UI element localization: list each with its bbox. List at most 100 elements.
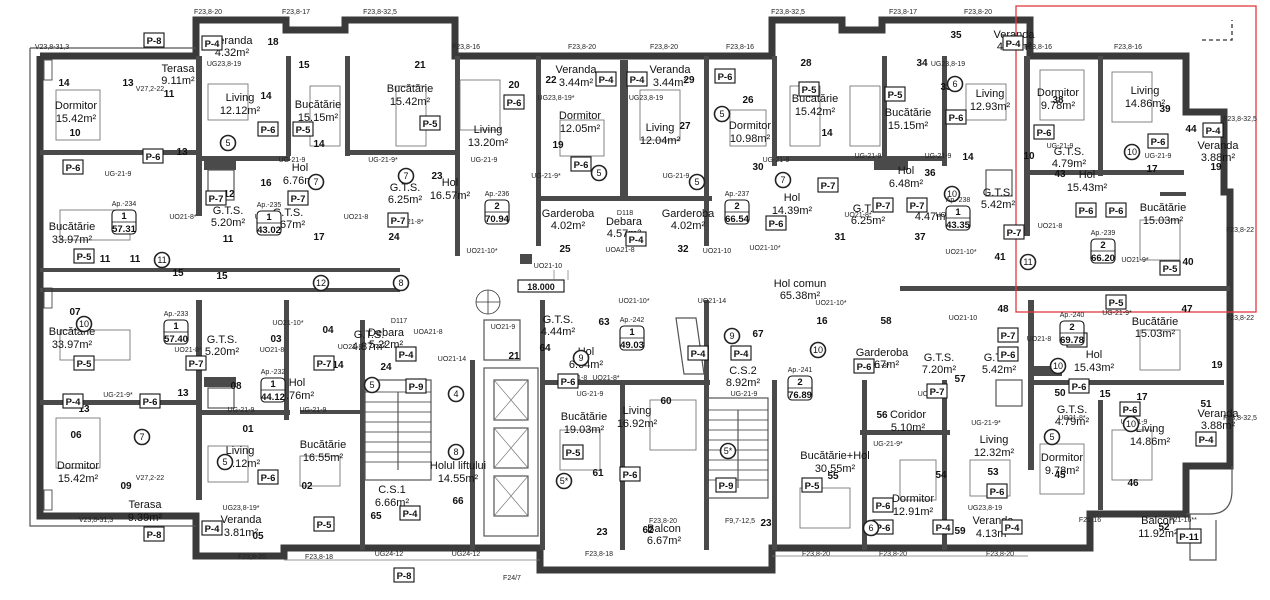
room-label: Veranda (650, 64, 692, 76)
window-code: UG-21-9* (103, 392, 133, 399)
room-number: 34 (916, 58, 928, 69)
level-marker: 18.000 (527, 282, 555, 292)
room-label: 65.38m² (780, 290, 821, 302)
window-code: UO21-8* (1058, 415, 1086, 422)
room-number: 55 (827, 471, 839, 482)
window-code: UG23,8-19* (223, 505, 260, 512)
apartment-area: 57.31 (112, 224, 136, 235)
window-code: F23,8-16 (1114, 44, 1142, 51)
partition-tag-box (399, 505, 421, 521)
partition-tag-box (730, 345, 752, 361)
room-label: 11.92m² (1138, 528, 1178, 540)
room-label: G.T.S. (1057, 404, 1088, 416)
circle-tag-shape (1123, 143, 1141, 161)
window-code: V23,8-31,3 (79, 517, 113, 524)
partition-tag-box (143, 32, 165, 48)
partition-tag: P-5 (317, 520, 333, 531)
partition-tag-box (906, 197, 928, 213)
partition-tag: P-4 (936, 523, 952, 534)
partition-tag: P-9 (409, 382, 424, 393)
room-number: 15 (1099, 389, 1111, 400)
apartment-id: Ap.-238 (946, 197, 971, 204)
room-label: 15.42m² (390, 96, 431, 108)
partition-tag: P-4 (66, 397, 82, 408)
circle-tag-shape (153, 251, 171, 269)
circle-tag: 6 (868, 523, 873, 533)
window-code: UG-21-9 (1047, 143, 1074, 150)
room-number: 36 (924, 168, 936, 179)
room-label: 4.79m² (1055, 416, 1090, 428)
room-number: 41 (994, 252, 1006, 263)
circle-tag: 10 (947, 189, 957, 199)
room-label: Garderoba (662, 208, 715, 220)
room-number: 26 (742, 95, 754, 106)
apartment-id: Ap.-237 (725, 191, 750, 198)
room-label: Bucătărie (295, 99, 341, 111)
window-code: F23,8-32,5 (363, 9, 397, 16)
room-number: 52 (1158, 522, 1170, 533)
circle-tag: 10 (1053, 361, 1063, 371)
room-label: Veranda (1198, 140, 1240, 152)
room-number: 13 (78, 404, 90, 415)
room-number: 29 (683, 75, 695, 86)
room-label: Living (646, 122, 675, 134)
partition-tag-box (562, 444, 584, 460)
window-code: UO21-10* (945, 249, 976, 256)
room-label: 16.55m² (303, 452, 344, 464)
partition-tag-box (419, 115, 441, 131)
apartment-area: 57.40 (164, 334, 188, 345)
apartment-id: Ap.-232 (261, 369, 286, 376)
window-code: UO21-10 (703, 248, 732, 255)
room-number: 65 (370, 511, 382, 522)
circle-tag: 5 (694, 177, 699, 187)
window-code: UO21-8 (344, 214, 369, 221)
window-code: UG24-12 (452, 551, 481, 558)
room-number: 33 (940, 82, 952, 93)
room-label: 33.97m² (52, 339, 93, 351)
partition-tag-box (1001, 519, 1023, 535)
room-label: G.T.S. (207, 334, 238, 346)
room-label: 3.44m² (559, 77, 594, 89)
window-code: UG-21-9 (279, 157, 306, 164)
window-code: UG-21-9 (471, 157, 498, 164)
room-number: 09 (120, 481, 132, 492)
partition-tag: P-5 (1163, 264, 1179, 275)
room-number: 15 (298, 60, 310, 71)
circle-tag: 7 (313, 177, 318, 187)
room-label: Bucătărie (561, 411, 607, 423)
circle-tag-shape (75, 315, 93, 333)
partition-tag: P-6 (146, 152, 161, 163)
room-label: 12.04m² (640, 135, 681, 147)
partition-tag: P-8 (397, 571, 412, 582)
partition-tag: P-4 (734, 349, 750, 360)
room-label: 5.20m² (205, 346, 240, 358)
partition-tag: P-5 (77, 252, 93, 263)
room-number: 40 (1182, 257, 1194, 268)
room-number: 10 (1023, 151, 1035, 162)
room-label: 9.11m² (161, 75, 195, 87)
room-label: Bucătărie (387, 83, 433, 95)
window-code: UO21-9 (491, 324, 516, 331)
room-label: Garderoba (542, 208, 595, 220)
circle-tag: 10 (79, 319, 89, 329)
window-code: UO21-10* (815, 300, 846, 307)
window-code: UG-21-9 (577, 391, 604, 398)
partition-tag: P-4 (1006, 39, 1022, 50)
apartment-rooms: 2 (494, 201, 499, 212)
window-code: F23,8-16 (452, 44, 480, 51)
room-label: Living (1131, 85, 1160, 97)
window-code: UG-21-9* (531, 173, 561, 180)
partition-tag-box (997, 346, 1019, 362)
circle-tag-shape (555, 472, 573, 490)
room-number: 19 (1211, 360, 1223, 371)
window-code: UOA21-8 (605, 247, 634, 254)
window-code: UO21-8* (844, 212, 872, 219)
window-code: UO21-8 (338, 344, 363, 351)
circle-tag: 5* (560, 476, 569, 486)
dashed-outline (1202, 20, 1233, 41)
window-code: UG23,8-19* (538, 95, 575, 102)
apartment-id: Ap.-235 (257, 202, 282, 209)
circle-tag-shape (1043, 428, 1061, 446)
partition-tag-box (139, 393, 161, 409)
